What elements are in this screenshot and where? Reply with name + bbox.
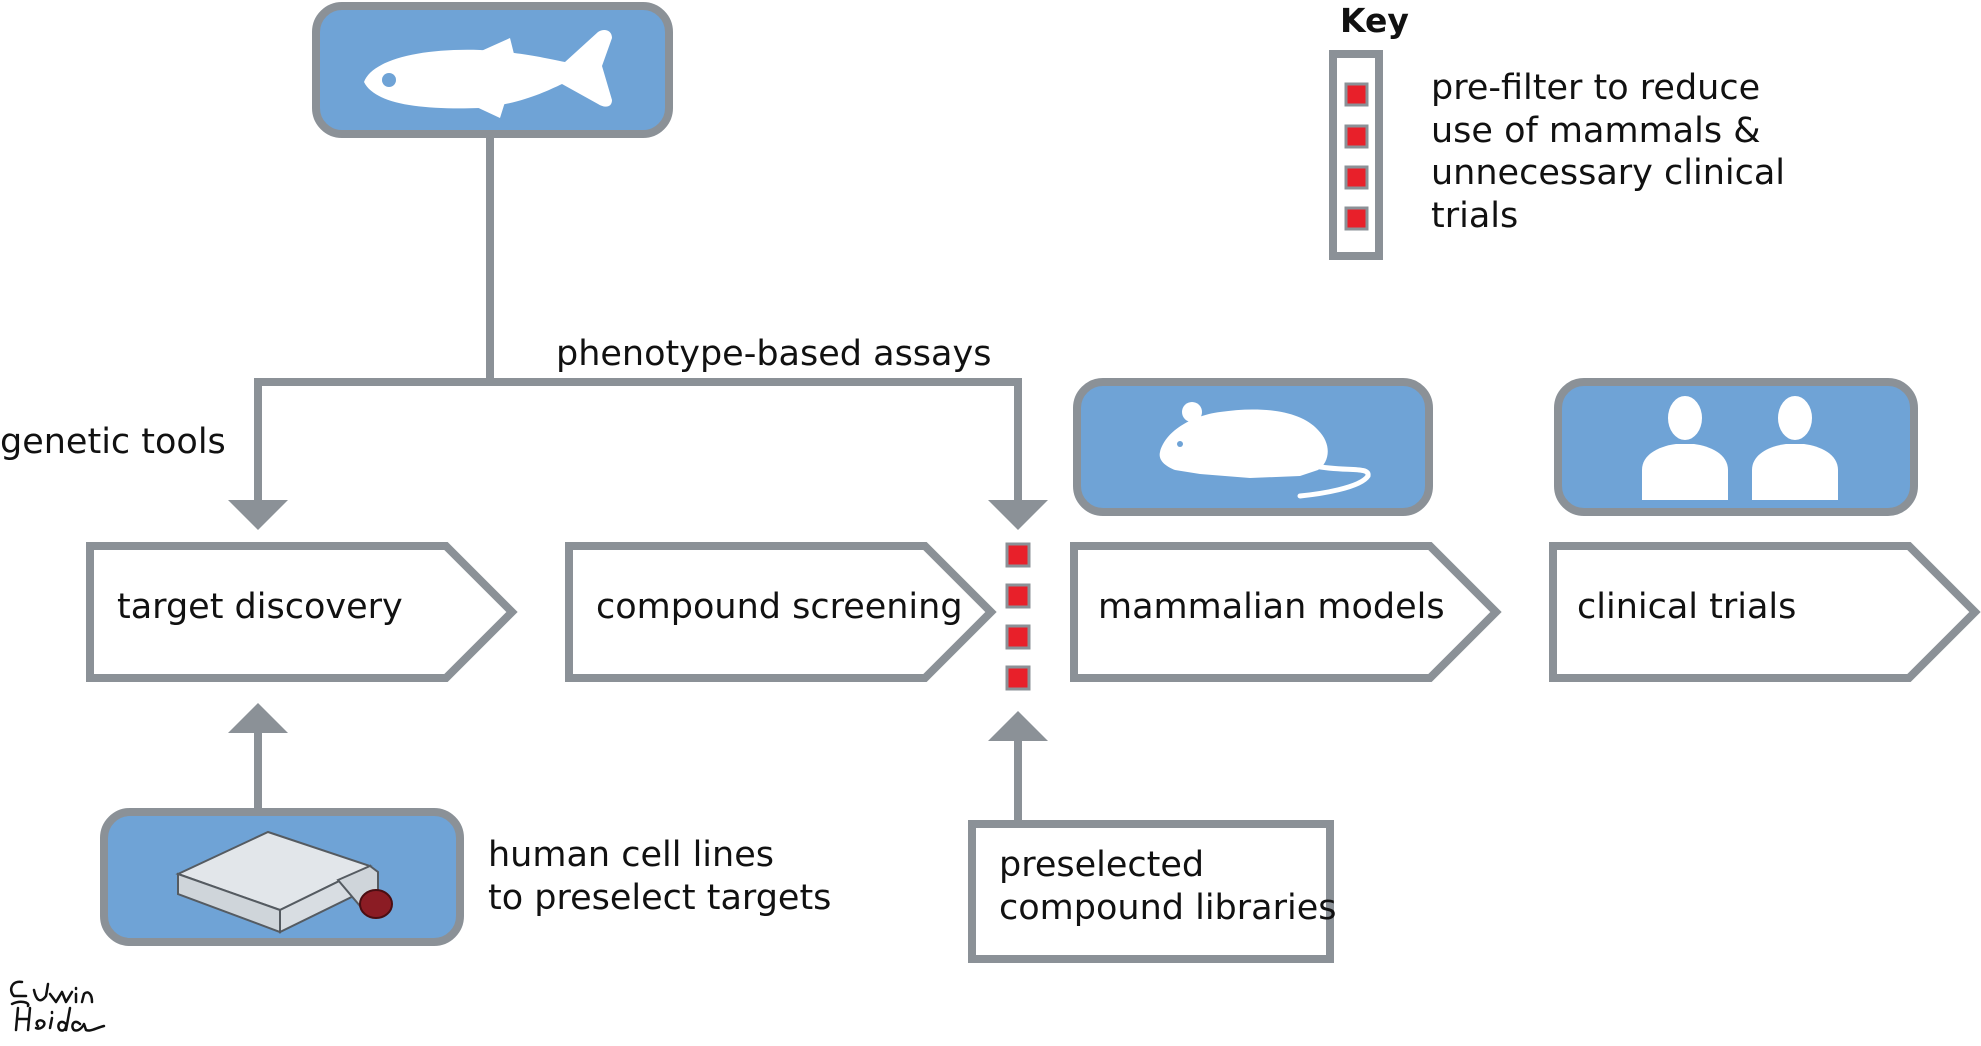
stage-label: target discovery xyxy=(117,587,403,627)
pre-filter-marker xyxy=(1005,583,1031,609)
pre-filter-marker xyxy=(1005,665,1031,691)
libraries-label: preselected xyxy=(999,845,1204,885)
stage-compound-screening: compound screening xyxy=(565,542,997,682)
phenotype-assays-arrowhead xyxy=(988,500,1048,530)
key-marker xyxy=(1344,124,1369,149)
stage-arrow-shape xyxy=(86,542,518,682)
pre-filter-marker xyxy=(1005,624,1031,650)
stage-mammalian-models: mammalian models xyxy=(1070,542,1502,682)
human-silhouette-icon xyxy=(1642,396,1838,500)
stage-arrow-shape xyxy=(1549,542,1981,682)
stage-target-discovery: target discovery xyxy=(86,542,518,682)
cell-lines-arrowhead xyxy=(228,703,288,733)
stage-arrow-shape xyxy=(565,542,997,682)
stage-clinical-trials: clinical trials xyxy=(1549,542,1981,682)
stage-label: clinical trials xyxy=(1577,587,1796,627)
cell-lines-label: human cell lines xyxy=(488,835,774,875)
compound-libraries-box: preselected compound libraries xyxy=(968,820,1336,963)
key-line: pre-filter to reduce xyxy=(1431,68,1760,108)
key-legend: Key pre-filter to reduce use of mammals … xyxy=(1329,1,1785,260)
genetic-tools-label: genetic tools xyxy=(0,422,226,462)
phenotype-assays-label: phenotype-based assays xyxy=(556,334,991,374)
cell-culture-flask-icon xyxy=(175,830,393,934)
pre-filter-marker xyxy=(1005,542,1031,568)
libraries-arrowhead xyxy=(988,711,1048,741)
stage-arrow-shape xyxy=(1070,542,1502,682)
key-marker xyxy=(1344,165,1369,190)
humans-box xyxy=(1554,378,1918,516)
key-marker xyxy=(1344,206,1369,231)
cell-lines-label: to preselect targets xyxy=(488,878,831,918)
key-title: Key xyxy=(1340,1,1409,40)
key-line: use of mammals & xyxy=(1431,111,1761,151)
key-line: trials xyxy=(1431,196,1518,236)
mouse-box xyxy=(1073,378,1433,516)
key-marker xyxy=(1344,82,1369,107)
artist-signature xyxy=(10,980,106,1032)
stage-label: mammalian models xyxy=(1098,587,1445,627)
libraries-label: compound libraries xyxy=(999,888,1336,928)
cell-flask-box xyxy=(100,808,464,946)
zebrafish-box xyxy=(312,2,673,138)
mouse-icon xyxy=(1159,402,1371,499)
genetic-tools-arrowhead xyxy=(228,500,288,530)
pre-filter-markers xyxy=(1005,542,1031,691)
stage-label: compound screening xyxy=(596,587,963,627)
zebrafish-icon xyxy=(364,30,612,118)
key-line: unnecessary clinical xyxy=(1431,153,1785,193)
